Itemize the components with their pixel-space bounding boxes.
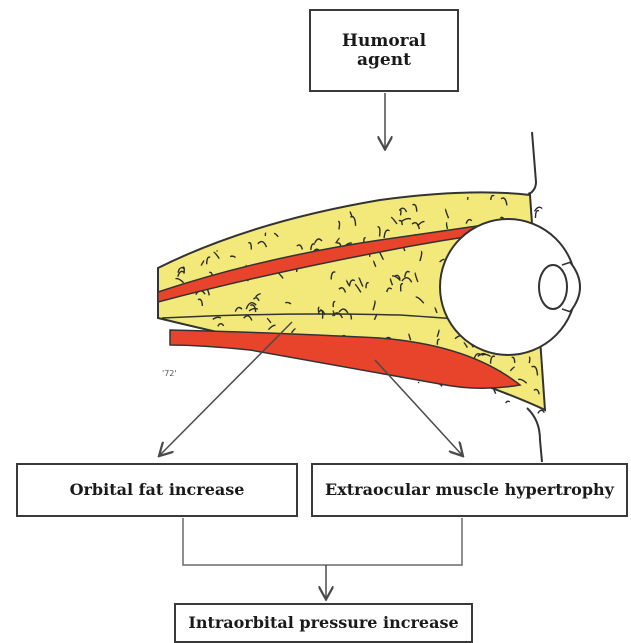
fat-squiggle	[416, 186, 418, 194]
fat-squiggle	[313, 382, 319, 389]
fat-squiggle	[424, 396, 427, 402]
fat-squiggle	[418, 382, 419, 389]
fat-squiggle	[418, 188, 424, 190]
fat-squiggle	[226, 199, 234, 207]
fat-squiggle	[535, 207, 545, 211]
fat-squiggle	[206, 352, 216, 357]
humoral-agent-line2: agent	[357, 51, 411, 70]
orbital-wall-lower	[527, 408, 542, 462]
cornea	[570, 262, 580, 312]
fat-squiggle	[349, 189, 350, 195]
humoral-agent-box: Humoral agent	[309, 9, 459, 92]
fat-squiggle	[164, 242, 165, 248]
fat-squiggle	[222, 366, 230, 368]
fat-squiggle	[187, 214, 193, 217]
artist-signature: '72'	[162, 369, 177, 378]
fat-squiggle	[374, 408, 375, 417]
fat-squiggle	[262, 404, 268, 410]
fat-squiggle	[324, 188, 325, 197]
fat-squiggle	[341, 409, 351, 415]
fat-squiggle	[333, 382, 340, 387]
lens	[539, 265, 567, 309]
fat-squiggle	[326, 203, 337, 205]
fat-squiggle	[271, 216, 276, 220]
muscle-hypertrophy-label: Extraocular muscle hypertrophy	[325, 481, 614, 499]
fat-squiggle	[262, 402, 263, 407]
fat-squiggle	[192, 236, 201, 242]
intraorbital-pressure-label: Intraorbital pressure increase	[188, 614, 458, 632]
fat-squiggle	[168, 220, 175, 226]
orbital-wall-upper	[525, 132, 536, 196]
fat-squiggle	[239, 396, 242, 404]
intraorbital-pressure-box: Intraorbital pressure increase	[174, 603, 473, 643]
fat-squiggle	[364, 399, 365, 405]
fat-squiggle	[224, 197, 230, 200]
fat-squiggle	[307, 395, 313, 403]
fat-squiggle	[296, 191, 298, 198]
fat-squiggle	[263, 360, 271, 368]
fat-squiggle	[484, 401, 491, 405]
fat-squiggle	[184, 237, 190, 240]
fat-squiggle	[213, 189, 216, 198]
fat-squiggle	[158, 407, 162, 415]
fat-squiggle	[178, 244, 186, 247]
fat-squiggle	[249, 386, 253, 393]
fat-squiggle	[203, 232, 210, 235]
fat-squiggle	[208, 375, 210, 385]
muscle-hypertrophy-box: Extraocular muscle hypertrophy	[311, 463, 628, 517]
fat-squiggle	[413, 385, 419, 389]
connector-bracket	[183, 518, 462, 565]
fat-squiggle	[366, 377, 373, 378]
orbital-fat-box: Orbital fat increase	[16, 463, 298, 517]
fat-squiggle	[185, 224, 191, 225]
fat-squiggle	[327, 374, 332, 380]
fat-squiggle	[349, 198, 355, 202]
fat-squiggle	[278, 370, 285, 373]
fat-squiggle	[357, 392, 367, 399]
fat-squiggle	[324, 396, 329, 401]
fat-squiggle	[187, 387, 193, 389]
fat-squiggle	[447, 397, 448, 403]
fat-squiggle	[245, 399, 249, 405]
fat-squiggle	[205, 364, 209, 374]
fat-squiggle	[265, 397, 272, 404]
fat-squiggle	[264, 196, 272, 201]
fat-squiggle	[374, 192, 376, 199]
fat-squiggle	[233, 404, 236, 410]
fat-squiggle	[540, 189, 545, 191]
fat-squiggle	[478, 409, 484, 417]
fat-squiggle	[293, 384, 297, 393]
fat-squiggle	[275, 389, 279, 397]
fat-squiggle	[505, 401, 510, 407]
fat-squiggle	[261, 367, 271, 369]
fat-squiggle	[529, 187, 530, 194]
fat-squiggle	[210, 351, 217, 358]
humoral-agent-line1: Humoral	[342, 32, 426, 51]
fat-squiggle	[535, 211, 538, 218]
fat-squiggle	[345, 372, 350, 379]
fat-squiggle	[191, 354, 197, 362]
fat-squiggle	[288, 211, 295, 218]
fat-squiggle	[334, 402, 339, 410]
fat-squiggle	[327, 203, 330, 208]
fat-squiggle	[225, 358, 232, 365]
fat-squiggle	[214, 224, 220, 228]
fat-squiggle	[190, 219, 191, 225]
fat-squiggle	[538, 410, 545, 413]
orbital-fat-label: Orbital fat increase	[70, 481, 245, 499]
fat-squiggle	[222, 189, 231, 196]
fat-squiggle	[364, 375, 373, 381]
fat-squiggle	[253, 400, 257, 405]
fat-squiggle	[289, 193, 292, 198]
fat-squiggle	[211, 228, 217, 236]
fat-squiggle	[335, 398, 344, 402]
fat-squiggle	[412, 190, 416, 194]
fat-squiggle	[223, 409, 227, 416]
fat-squiggle	[332, 383, 340, 386]
fat-squiggle	[273, 414, 278, 417]
